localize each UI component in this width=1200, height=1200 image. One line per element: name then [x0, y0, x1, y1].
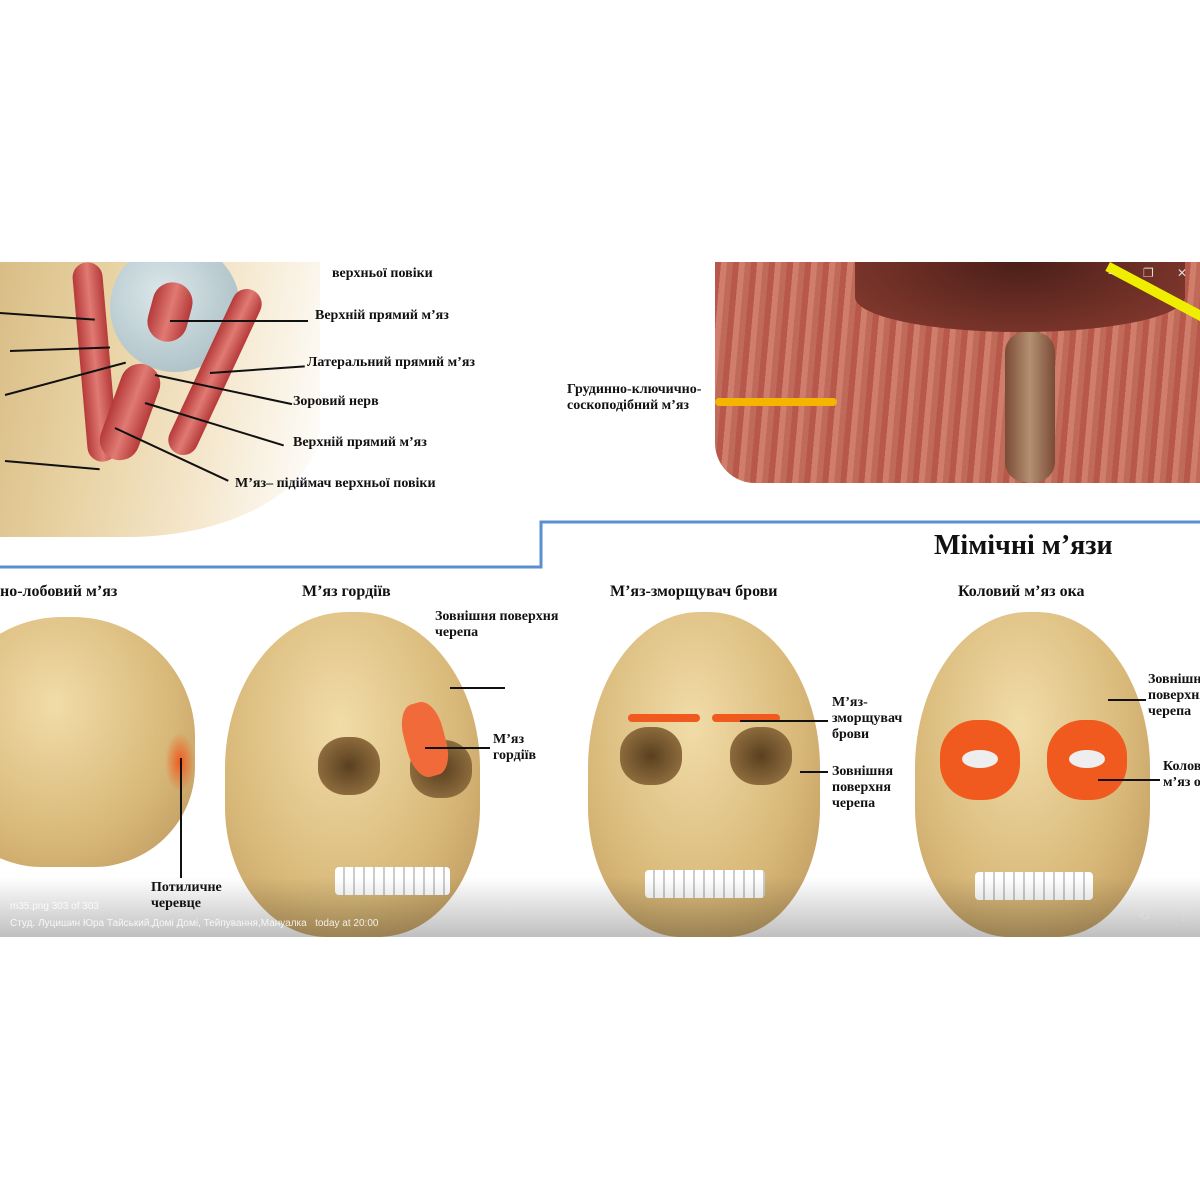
panel-title: но-лобовий м’яз: [0, 583, 118, 600]
section-title: Мімічні м’язи: [934, 530, 1113, 561]
panel-title: М’яз гордіїв: [302, 583, 391, 600]
eye-label: Латеральний прямий м’яз: [307, 355, 476, 370]
panel-title: М’яз-зморщувач брови: [610, 583, 778, 600]
image-counter: 303 of 303: [51, 901, 99, 912]
neck-label: Грудинно-ключично- соскоподібний м’яз: [567, 382, 702, 413]
file-name: m35.png: [10, 901, 49, 912]
skull-label: Коловий м’яз ока: [1163, 759, 1200, 790]
restore-button[interactable]: ❐: [1143, 266, 1154, 280]
skull-label: М’яз гордіїв: [493, 732, 537, 763]
file-info: m35.png 303 of 303: [10, 901, 99, 912]
skull-side: [0, 617, 195, 867]
close-button[interactable]: ✕: [1177, 266, 1188, 280]
eye-label: Верхній прямий м’яз: [293, 435, 427, 450]
chat-name: Студ. Луцишин Юра Тайський,Домі Домі, Те…: [10, 918, 307, 929]
skull-label: Потиличне черевце: [151, 880, 222, 911]
eye-label: верхньої повіки: [332, 266, 433, 281]
skull-label: М’яз-зморщувач брови: [832, 695, 903, 742]
eye-label: Зоровий нерв: [293, 394, 379, 409]
message-info: Студ. Луцишин Юра Тайський,Домі Домі, Те…: [10, 918, 378, 929]
marker-stroke: [715, 398, 837, 406]
panel-title: Коловий м’яз ока: [958, 583, 1085, 600]
eye-label: М’яз– підіймач верхньої повіки: [235, 476, 436, 491]
skull-label: Зовнішня поверхня черепа: [832, 764, 894, 811]
minimize-button[interactable]: –: [1108, 266, 1114, 280]
eye-label: Верхній прямий м’яз: [315, 308, 449, 323]
rotate-button[interactable]: ⟲: [1138, 908, 1150, 924]
image-viewer: верхньої повіки Верхній прямий м’яз Лате…: [0, 262, 1200, 937]
neck-muscles-illustration: [715, 262, 1200, 483]
skull-label: Зовнішня поверхня черепа: [1148, 672, 1200, 719]
timestamp: today at 20:00: [315, 918, 379, 929]
more-options-button[interactable]: ⋮: [1177, 908, 1191, 924]
section-divider: [0, 520, 1200, 569]
skull-label: Зовнішня поверхня черепа: [435, 609, 559, 640]
